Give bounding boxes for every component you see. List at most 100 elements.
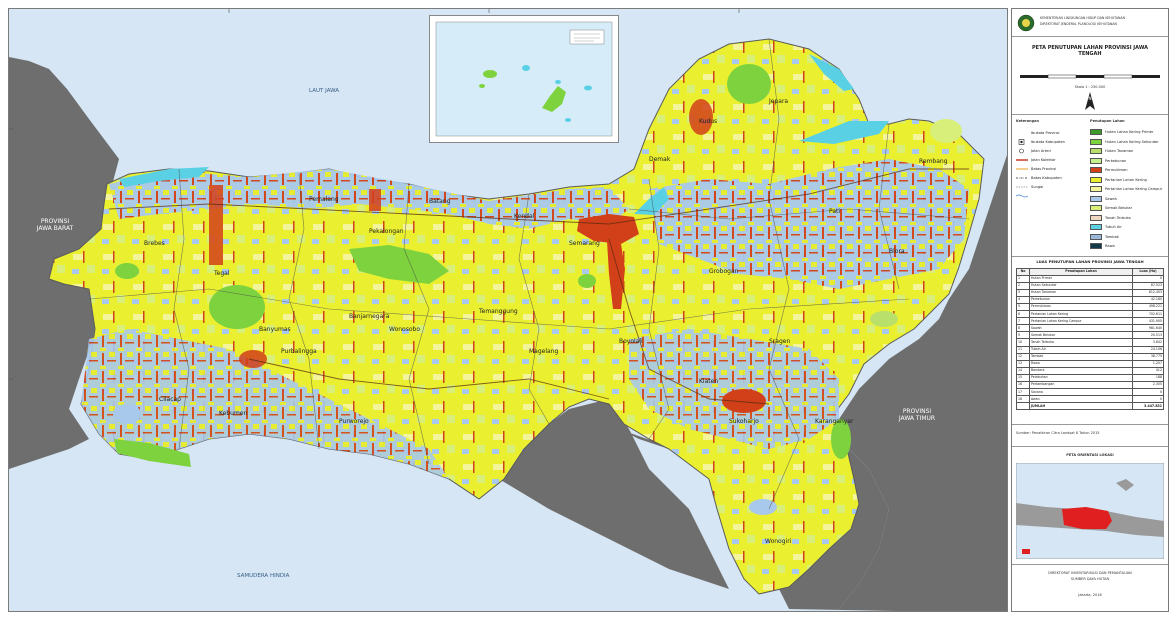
table-cell-area: 3.842 [1132,338,1164,347]
table-cell-no [1016,402,1030,411]
symbol-icon [1015,184,1029,198]
legend-label: Rawa [1105,244,1115,248]
east-neighbor [839,155,1007,611]
legend-swatch [1090,224,1102,230]
land-cover-legend-item: Rawa [1090,242,1115,250]
legend-label: Hutan Tanaman [1105,149,1134,153]
legend-label: Semak Belukar [1105,206,1133,210]
land-cover-legend-item: Hutan Lahan Kering Sekunder [1090,138,1159,146]
regency-label: Demak [649,156,671,163]
regency-label: Tegal [214,270,230,277]
symbol-icon [1016,157,1028,170]
table-cell-area: 0 [1132,388,1164,397]
table-cell-no: 17 [1016,388,1030,397]
legend-label: Pertanian Lahan Kering [1105,177,1147,182]
legend-label: Hutan Lahan Kering Primer [1105,130,1154,134]
west-forest-spot [115,263,139,279]
table-cell-area: 24.106 [1132,345,1164,354]
inset-map[interactable] [429,15,619,143]
wadaslintang-reservoir [113,404,141,424]
source-note: Sumber: Penafsiran Citra Landsat 8 Tahun… [1016,431,1100,435]
land-cover-legend-item: Sawah [1090,195,1117,203]
table-cell-class: Tanah Terbuka [1029,338,1133,347]
orientation-title: PETA ORIENTASI LOKASI [1066,453,1114,457]
regency-label: Jepara [769,98,789,105]
table-header-no: No [1016,267,1030,276]
regency-label: Klaten [699,378,719,385]
table-title: LUAS PENUTUPAN LAHAN PROVINSI JAWA TENGA… [1036,259,1144,264]
demak-ponds [634,187,669,215]
legend-swatch [1090,195,1102,202]
table-cell-area: 3.447.831 [1132,402,1164,411]
symbol-legend-item: Jalan Kolektor [1016,156,1056,170]
legend-swatch [1090,205,1102,211]
pekalongan-urban [369,189,381,211]
table-cell-no: 16 [1016,381,1030,390]
purwokerto-urban [239,350,267,368]
regency-label: Wonosobo [389,326,421,333]
land-cover-legend-item: Permukiman [1090,166,1128,174]
legend-swatch [1090,129,1102,135]
header-line-1: KEMENTERIAN LINGKUNGAN HIDUP DAN KEHUTAN… [1040,16,1125,20]
table-cell-class: Tambak [1029,352,1133,361]
legend-swatch [1090,233,1102,240]
legend-label: Sawah [1105,196,1117,201]
regency-label: Karanganyar [815,418,854,425]
regency-label: Kebumen [219,410,248,417]
symbol-icon [1016,175,1028,188]
table-header-area: Luas (Ha) [1132,267,1164,276]
regency-label: Banjarnegara [349,313,390,320]
table-cell-class: Rawa [1029,359,1133,368]
lawu-forest [831,419,851,459]
table-cell-no: 7 [1016,317,1030,326]
south-sea-label: SAMUDERA HINDIA [237,573,290,579]
southeast-rice [629,329,839,449]
land-cover-legend-item: Pertanian Lahan Kering Campur [1090,185,1162,193]
symbol-icon [1016,130,1028,145]
table-cell-area: 702.611 [1132,310,1164,319]
table-cell-class: Awan [1029,395,1133,404]
legend-panel: KEMENTERIAN LINGKUNGAN HIDUP DAN KEHUTAN… [1011,8,1169,612]
central-forest [349,245,449,284]
symbol-label: Batas Provinsi [1031,166,1057,171]
map-frame[interactable]: PROVINSI JAWA BARAT PROVINSI JAWA TIMUR … [8,8,1008,612]
regency-label: Cilacap [159,396,181,403]
orientation-section: PETA ORIENTASI LOKASI [1012,447,1168,565]
table-header-class: Penutupan Lahan [1029,267,1133,276]
map-title: PETA PENUTUPAN LAHAN PROVINSI JAWA TENGA… [1032,45,1148,57]
table-cell-area: 42.180 [1132,295,1164,305]
legend-swatch [1090,243,1102,249]
graticule-ticks [9,9,740,380]
regency-label: Brebes [144,240,165,247]
orientation-map [1016,463,1164,559]
regency-label: Pemalang [309,196,339,203]
regency-label: Pati [829,208,841,215]
jepara-ponds [809,54,854,91]
rembang-forest [930,119,962,143]
land-cover-legend-item: Hutan Lahan Kering Primer [1090,128,1153,136]
regency-label: Sragen [769,338,791,345]
table-cell-area: 0 [1132,274,1164,283]
land-cover-legend-item: Hutan Tanaman [1090,147,1133,155]
table-cell-class: JUMLAH [1029,402,1133,411]
table-cell-no: 13 [1016,359,1030,368]
southwest-rice [81,329,449,479]
symbol-legend-item: Batas Provinsi [1016,165,1057,179]
footer-line-3: Jakarta, 2016 [1078,593,1102,597]
legend-header: KEMENTERIAN LINGKUNGAN HIDUP DAN KEHUTAN… [1012,9,1168,37]
regency-label: Boyolali [619,338,643,345]
ungaran-forest [578,274,596,288]
table-cell-class: Permukiman [1029,303,1133,312]
table-cell-area: 498.221 [1132,303,1164,312]
regency-label: Sukoharjo [729,418,759,425]
table-cell-area: 20.513 [1132,331,1164,340]
land-cover-legend-item: Perkebunan [1090,157,1126,165]
